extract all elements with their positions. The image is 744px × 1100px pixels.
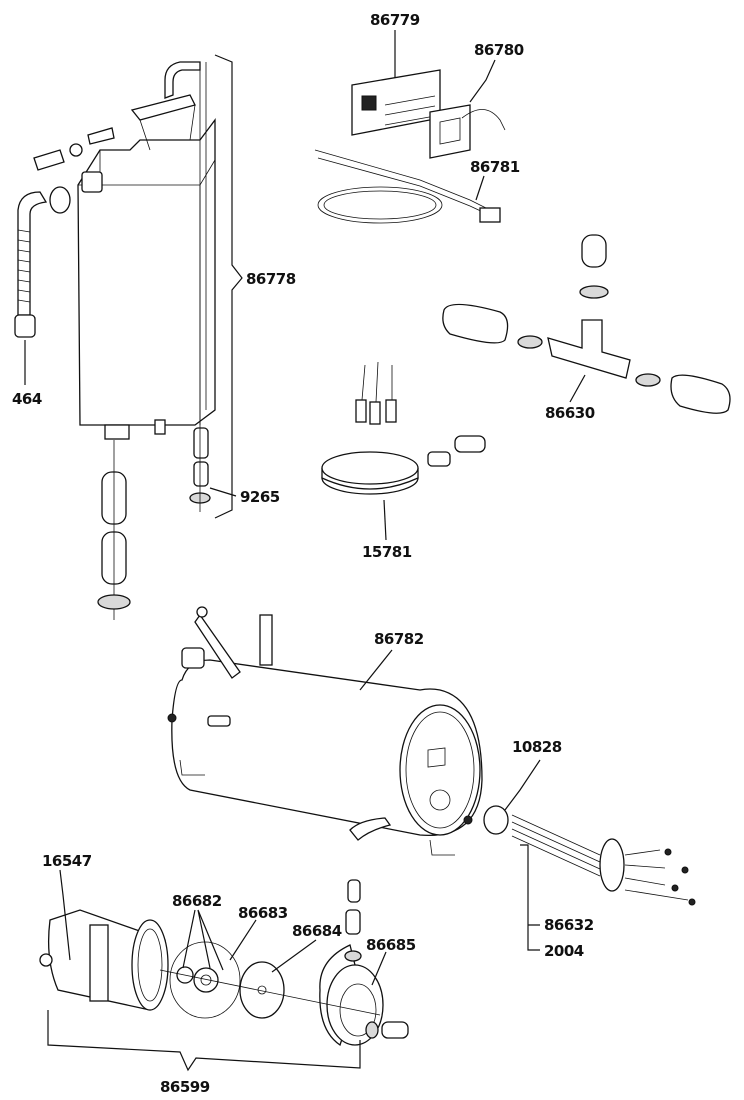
- label-9265: 9265: [240, 488, 280, 506]
- label-86778: 86778: [246, 270, 296, 288]
- bracket-86778: [214, 54, 243, 519]
- label-464: 464: [12, 390, 42, 408]
- label-86779: 86779: [370, 11, 420, 29]
- label-86599: 86599: [160, 1078, 210, 1096]
- label-15781: 15781: [362, 543, 412, 561]
- control-board-assembly: [314, 69, 506, 224]
- label-86630: 86630: [545, 404, 595, 422]
- label-86683: 86683: [238, 904, 288, 922]
- label-2004: 2004: [544, 942, 584, 960]
- label-10828: 10828: [512, 738, 562, 756]
- boiler-assembly: [167, 606, 696, 906]
- temp-sensor-assembly: [321, 361, 486, 495]
- pump-assembly: [39, 879, 409, 1047]
- label-86684: 86684: [292, 922, 342, 940]
- label-86780: 86780: [474, 41, 524, 59]
- tee-fitting-assembly: [442, 234, 731, 414]
- leader-lines: [24, 30, 586, 986]
- label-86682: 86682: [172, 892, 222, 910]
- label-86781: 86781: [470, 158, 520, 176]
- bracket-86632: [520, 844, 540, 951]
- label-86632: 86632: [544, 916, 594, 934]
- label-86685: 86685: [366, 936, 416, 954]
- water-tank-assembly: [14, 61, 216, 620]
- label-16547: 16547: [42, 852, 92, 870]
- bracket-86599: [47, 1010, 361, 1072]
- label-86782: 86782: [374, 630, 424, 648]
